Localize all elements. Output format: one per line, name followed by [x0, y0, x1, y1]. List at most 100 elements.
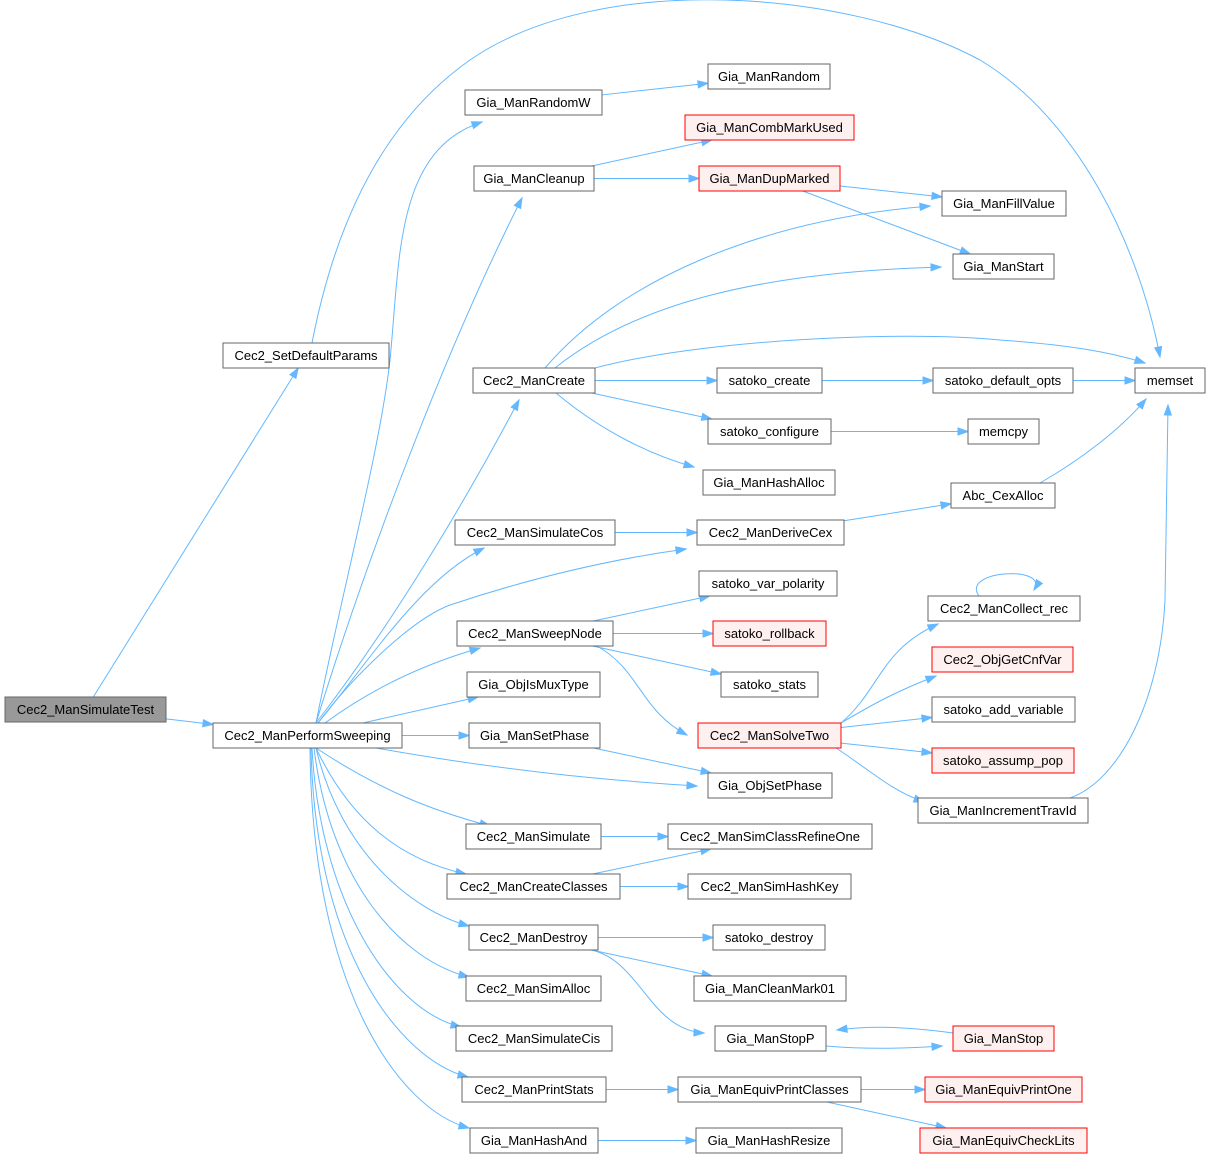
edge-sat_conf-to-memcpy	[831, 427, 970, 436]
node-label: satoko_var_polarity	[712, 576, 825, 591]
edge-printstats-to-equivprint	[606, 1085, 680, 1094]
edge-derive-to-cexalloc	[843, 501, 953, 522]
node-cec2-manperformsweeping[interactable]: Cec2_ManPerformSweeping	[212, 722, 403, 749]
edge-equivprint-to-equivone	[861, 1085, 927, 1094]
node-label: Cec2_ManPrintStats	[474, 1082, 594, 1097]
node-cec2-mancreateclasses[interactable]: Cec2_ManCreateClasses	[446, 873, 621, 900]
edge-createcls-to-simhash	[620, 882, 690, 891]
node-label: Cec2_ManSimClassRefineOne	[680, 829, 860, 844]
node-box	[941, 190, 1067, 217]
edge-sweep-to-sat_stats	[592, 645, 723, 676]
edge-simcos-to-derive	[615, 528, 699, 537]
node-satoko-configure[interactable]: satoko_configure	[707, 418, 832, 445]
edge-sat_create-to-sat_def	[822, 376, 935, 385]
node-cec2-manderivecex[interactable]: Cec2_ManDeriveCex	[696, 519, 845, 546]
node-gia-manstart[interactable]: Gia_ManStart	[952, 253, 1055, 280]
node-box	[707, 772, 833, 799]
node-gia-manequivprintone[interactable]: Gia_ManEquivPrintOne	[924, 1076, 1083, 1103]
node-cec2-manprintstats[interactable]: Cec2_ManPrintStats	[461, 1076, 607, 1103]
node-cec2-mancollect-rec[interactable]: Cec2_ManCollect_rec	[927, 595, 1081, 622]
node-label: Gia_ManRandomW	[476, 95, 591, 110]
node-label: Gia_ManHashAlloc	[713, 475, 825, 490]
node-memcpy[interactable]: memcpy	[967, 418, 1040, 445]
node-satoko-add-variable[interactable]: satoko_add_variable	[931, 696, 1076, 723]
node-cec2-mansimhashkey[interactable]: Cec2_ManSimHashKey	[687, 873, 852, 900]
node-gia-manhashalloc[interactable]: Gia_ManHashAlloc	[702, 469, 836, 496]
node-cec2-objgetcnfvar[interactable]: Cec2_ObjGetCnfVar	[931, 646, 1074, 673]
node-label: Abc_CexAlloc	[963, 488, 1044, 503]
node-box	[464, 89, 603, 116]
edge-perf-to-hashand	[309, 747, 471, 1130]
node-box	[468, 722, 601, 749]
node-box	[712, 924, 826, 951]
node-satoko-rollback[interactable]: satoko_rollback	[712, 620, 827, 647]
node-box	[212, 722, 403, 749]
node-box	[950, 482, 1056, 509]
node-label: satoko_add_variable	[944, 702, 1064, 717]
node-box	[720, 671, 819, 698]
node-satoko-destroy[interactable]: satoko_destroy	[712, 924, 826, 951]
node-cec2-setdefaultparams[interactable]: Cec2_SetDefaultParams	[222, 342, 390, 369]
node-gia-mancombmarkused[interactable]: Gia_ManCombMarkUsed	[684, 114, 855, 141]
node-gia-manhashresize[interactable]: Gia_ManHashResize	[695, 1127, 843, 1154]
edge-solve2-to-inctrav	[835, 747, 926, 803]
node-box	[466, 671, 601, 698]
node-cec2-mansweepnode[interactable]: Cec2_ManSweepNode	[456, 620, 614, 647]
edge-perf-to-sweep	[324, 646, 482, 724]
node-box	[716, 367, 823, 394]
node-gia-manrandomw[interactable]: Gia_ManRandomW	[464, 89, 603, 116]
node-label: satoko_assump_pop	[943, 753, 1063, 768]
node-cec2-mansolvetwo[interactable]: Cec2_ManSolveTwo	[697, 722, 842, 749]
node-gia-mansetphase[interactable]: Gia_ManSetPhase	[468, 722, 601, 749]
edge-perf-to-create	[315, 398, 520, 724]
node-gia-manequivprintclasses[interactable]: Gia_ManEquivPrintClasses	[677, 1076, 862, 1103]
edge-perf-to-objsetphase	[375, 747, 699, 790]
node-cec2-mandestroy[interactable]: Cec2_ManDestroy	[468, 924, 599, 951]
node-gia-mandupmarked[interactable]: Gia_ManDupMarked	[698, 165, 841, 192]
node-label: Gia_ManCleanup	[483, 171, 584, 186]
node-cec2-mansimulatecos[interactable]: Cec2_ManSimulateCos	[454, 519, 616, 546]
node-satoko-assump-pop[interactable]: satoko_assump_pop	[931, 747, 1075, 774]
edge-equivprint-to-equivcheck	[826, 1101, 948, 1130]
node-gia-manrandom[interactable]: Gia_ManRandom	[707, 63, 831, 90]
node-gia-manfillvalue[interactable]: Gia_ManFillValue	[941, 190, 1067, 217]
node-box	[693, 975, 847, 1002]
node-gia-mancleanup[interactable]: Gia_ManCleanup	[473, 165, 595, 192]
node-label: Gia_ManFillValue	[953, 196, 1055, 211]
edge-sweep-to-sat_varpol	[593, 594, 712, 622]
node-gia-manequivchecklits[interactable]: Gia_ManEquivCheckLits	[919, 1127, 1088, 1154]
node-gia-objismuxtype[interactable]: Gia_ObjIsMuxType	[466, 671, 601, 698]
edge-solve2-to-collect	[840, 623, 940, 724]
node-label: Cec2_ManCreateClasses	[459, 879, 608, 894]
node-box	[931, 696, 1076, 723]
node-cec2-mansimulate[interactable]: Cec2_ManSimulate	[465, 823, 602, 850]
nodes-layer: Cec2_ManSimulateTest Cec2_SetDefaultParam…	[4, 63, 1206, 1154]
node-label: Cec2_ManCreate	[483, 373, 585, 388]
node-gia-mancleanmark01[interactable]: Gia_ManCleanMark01	[693, 975, 847, 1002]
node-cec2-mansimalloc[interactable]: Cec2_ManSimAlloc	[465, 975, 602, 1002]
edge-sweep-to-sat_roll	[613, 629, 715, 638]
node-cec2-mansimulatetest[interactable]: Cec2_ManSimulateTest	[4, 696, 167, 723]
node-box	[697, 722, 842, 749]
node-satoko-default-opts[interactable]: satoko_default_opts	[932, 367, 1074, 394]
node-label: Gia_ManStopP	[726, 1031, 814, 1046]
node-gia-manstop[interactable]: Gia_ManStop	[952, 1025, 1055, 1052]
node-gia-manhashand[interactable]: Gia_ManHashAnd	[469, 1127, 599, 1154]
node-memset[interactable]: memset	[1134, 367, 1206, 394]
node-gia-manincrementtravid[interactable]: Gia_ManIncrementTravId	[917, 797, 1089, 824]
node-satoko-create[interactable]: satoko_create	[716, 367, 823, 394]
node-satoko-stats[interactable]: satoko_stats	[720, 671, 819, 698]
node-gia-manstopp[interactable]: Gia_ManStopP	[714, 1025, 827, 1052]
node-cec2-mancreate[interactable]: Cec2_ManCreate	[472, 367, 596, 394]
node-cec2-mansimulatecis[interactable]: Cec2_ManSimulateCis	[455, 1025, 613, 1052]
edge-simtest-to-setdef	[92, 366, 300, 698]
node-box	[698, 165, 841, 192]
edge-collect-to-collect	[975, 573, 1044, 597]
edge-solve2-to-sat_addvar	[840, 714, 934, 729]
node-abc-cexalloc[interactable]: Abc_CexAlloc	[950, 482, 1056, 509]
node-gia-objsetphase[interactable]: Gia_ObjSetPhase	[707, 772, 833, 799]
node-cec2-mansimclassrefineone[interactable]: Cec2_ManSimClassRefineOne	[667, 823, 873, 850]
node-satoko-var-polarity[interactable]: satoko_var_polarity	[698, 570, 838, 597]
node-box	[461, 1076, 607, 1103]
